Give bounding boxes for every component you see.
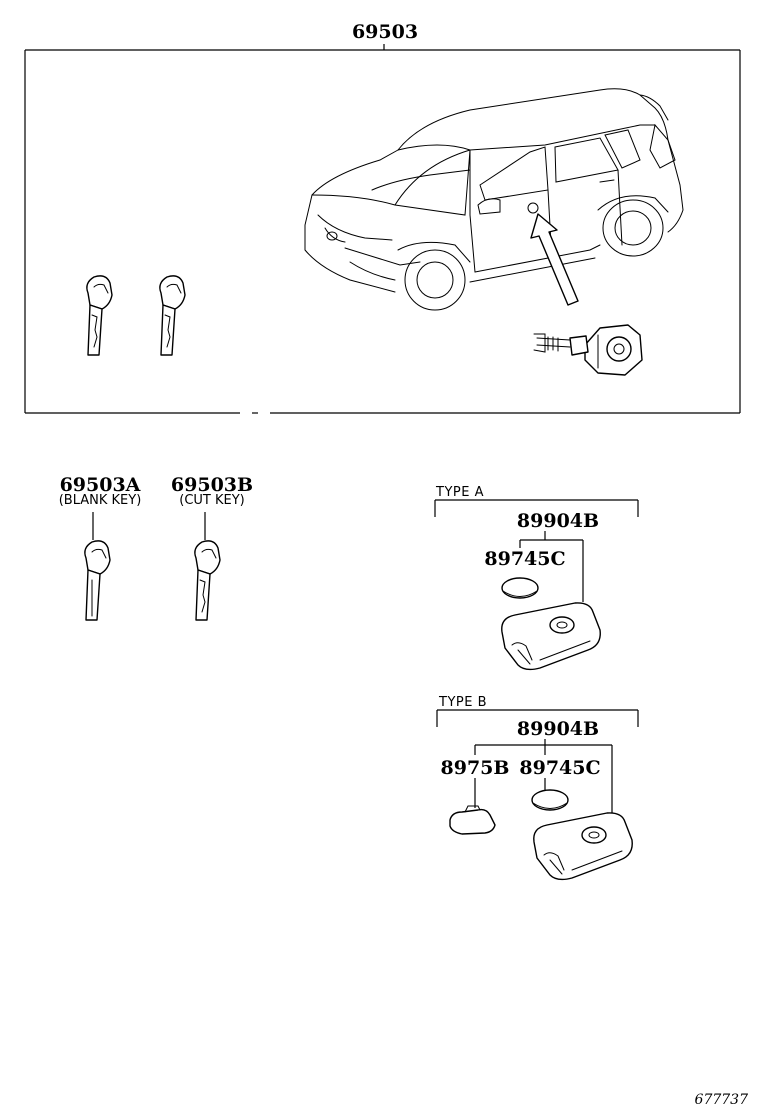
type-a-bracket [434, 499, 639, 517]
type-b-cover-part-number[interactable]: 8975B [441, 757, 510, 779]
assembly-part-number[interactable]: 69503 [352, 21, 418, 43]
type-a-leaders [519, 531, 584, 602]
door-lock-cylinder-icon [533, 324, 643, 376]
type-a-battery-part-number[interactable]: 89745C [484, 548, 565, 570]
key-icon [194, 540, 221, 621]
coin-battery-icon [531, 789, 569, 811]
cut-key-note: (CUT KEY) [179, 493, 245, 508]
assembly-frame [24, 49, 741, 414]
key-icon [159, 275, 186, 356]
illustration-number: 677737 [695, 1092, 749, 1108]
type-b-label: TYPE B [438, 695, 487, 710]
blank-key-part-number[interactable]: 69503A [60, 474, 141, 496]
blank-key-note: (BLANK KEY) [59, 493, 142, 508]
suv-vehicle-icon [304, 88, 684, 311]
type-b-transmitter-part-number[interactable]: 89904B [517, 718, 599, 740]
cut-key-part-number[interactable]: 69503B [171, 474, 253, 496]
arrow-pointer [530, 213, 579, 306]
key-icon [84, 540, 111, 621]
type-b-leaders [474, 739, 613, 815]
type-a-transmitter-part-number[interactable]: 89904B [517, 510, 599, 532]
smart-key-fob-icon [501, 602, 601, 671]
key-icon [86, 275, 113, 356]
fob-cover-icon [449, 805, 496, 835]
coin-battery-icon [501, 577, 539, 599]
type-a-label: TYPE A [435, 485, 484, 500]
type-b-bracket [436, 709, 639, 727]
type-b-battery-part-number[interactable]: 89745C [519, 757, 600, 779]
smart-key-fob-icon [533, 812, 633, 881]
